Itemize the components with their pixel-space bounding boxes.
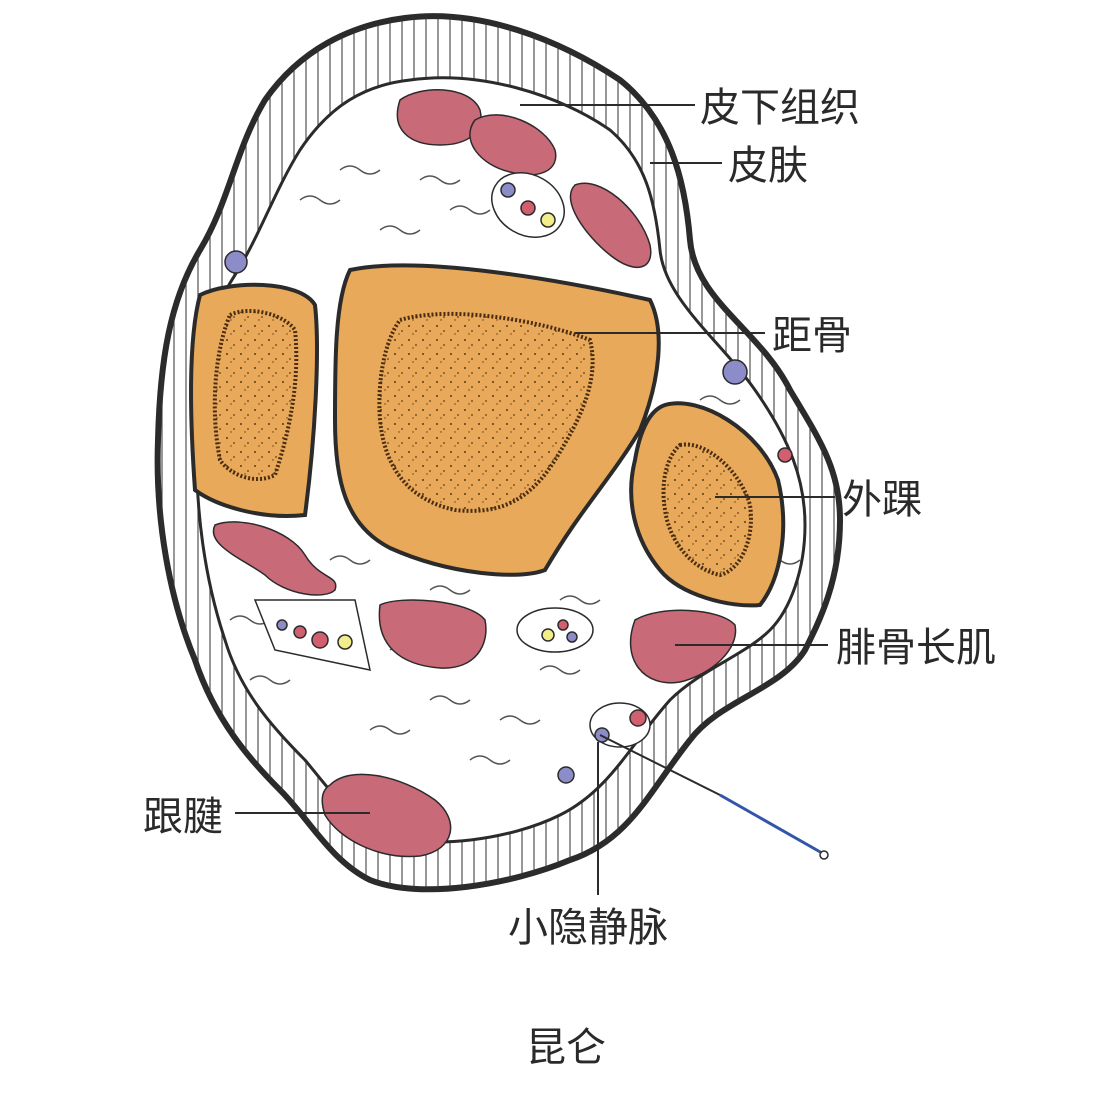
small-vein-b: [722, 359, 748, 385]
label-achilles-tendon: 跟腱: [143, 794, 223, 840]
muscle-achilles-tendon: [321, 773, 452, 858]
label-small-saphenous-vein: 小隐静脉: [508, 905, 668, 951]
needle: [599, 734, 829, 860]
neurovascular-bundles: [224, 172, 793, 784]
label-peroneus-longus: 腓骨长肌: [836, 625, 996, 671]
label-talus: 距骨: [772, 313, 852, 359]
muscle-peroneus-longus: [629, 609, 737, 684]
muscle-center-low: [378, 599, 487, 669]
bundle-left-outline: [253, 599, 371, 671]
small-artery-c: [777, 447, 793, 463]
muscles: [212, 89, 737, 858]
muscle-lateral-top: [569, 182, 652, 269]
small-vein-d: [557, 766, 575, 784]
bones: [189, 263, 786, 608]
muscle-top-right: [469, 114, 557, 176]
figure-caption: 昆仑: [526, 1025, 606, 1071]
label-lateral-malleolus: 外踝: [842, 477, 922, 523]
bundle-center-outline: [516, 607, 594, 653]
label-skin: 皮肤: [728, 143, 808, 189]
muscle-top-left: [396, 89, 482, 146]
muscle-left-mid: [212, 521, 337, 596]
leader-lines: [235, 104, 835, 895]
small-vein-a: [224, 250, 248, 274]
label-subcutaneous-tissue: 皮下组织: [700, 85, 860, 131]
